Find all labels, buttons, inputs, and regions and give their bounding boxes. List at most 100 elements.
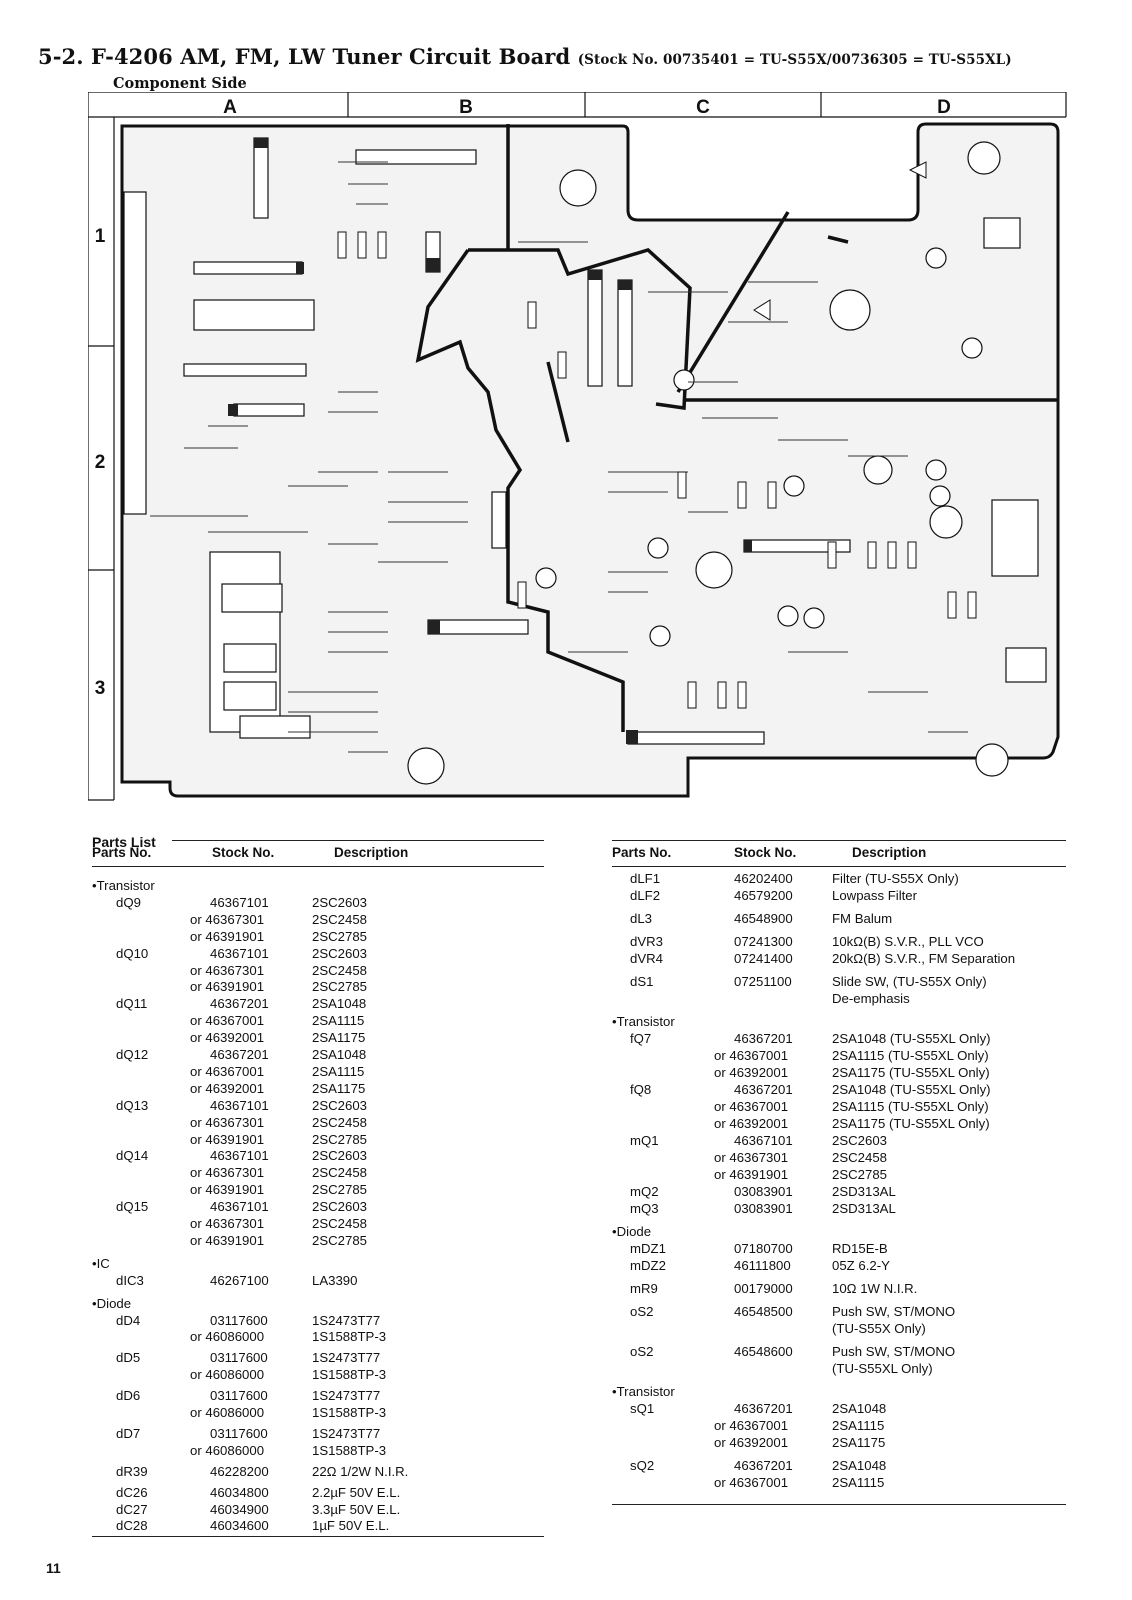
stock-number: 46367101 [210, 1199, 269, 1215]
stock-number: 46228200 [210, 1463, 269, 1479]
stock-number: 46367201 [210, 1047, 269, 1062]
part-description: FM Balum [832, 911, 893, 926]
component-blocks [123, 137, 1047, 745]
part-description: 2SA1048 (TU-S55XL Only) [832, 1031, 991, 1046]
grid-column-label: C [696, 97, 710, 118]
table-row: fQ8 46367201 2SA1048 (TU-S55XL Only) [612, 1081, 1066, 1098]
part-number: fQ8 [630, 1082, 652, 1097]
part-description: 1µF 50V E.L. [312, 1518, 390, 1534]
stock-number: 00179000 [734, 1281, 793, 1296]
table-row: or 46391901 2SC2785 [92, 978, 544, 995]
group-heading: •Transistor [612, 1383, 1066, 1400]
stock-number: or 46367001 [714, 1048, 789, 1063]
part-description: 2SC2785 [312, 979, 367, 995]
column-header: Stock No. [734, 845, 797, 860]
column-header: Parts No. [612, 845, 672, 860]
stock-number: or 46392001 [190, 1030, 265, 1046]
column-header: Description [852, 845, 927, 860]
part-description: 2SA1175 (TU-S55XL Only) [832, 1116, 990, 1131]
stock-number: 46367101 [210, 1148, 269, 1164]
table-rule [612, 866, 1066, 867]
part-description: 2SC2785 [312, 1182, 367, 1198]
stock-number: 46367101 [210, 1097, 269, 1113]
part-description: 2SD313AL [832, 1184, 896, 1199]
grid-column-label: D [937, 97, 951, 118]
part-description: 2SC2603 [312, 1148, 367, 1164]
part-number: sQ2 [630, 1458, 655, 1473]
grid-row-label: 1 [95, 226, 106, 247]
part-number: dS1 [630, 974, 654, 989]
part-description: 2SC2603 [312, 1097, 367, 1113]
part-description: 2SA1048 [832, 1458, 887, 1473]
component-blocks-dark [228, 138, 752, 744]
table-row: (TU-S55XL Only) [612, 1360, 1066, 1377]
stock-number: 46367201 [734, 1082, 793, 1097]
stock-number: or 46367301 [190, 962, 265, 978]
part-description: (TU-S55X Only) [832, 1321, 926, 1336]
stock-number: 46548500 [734, 1304, 793, 1319]
part-description: 1S2473T77 [312, 1425, 381, 1441]
group-heading: •Diode [92, 1295, 544, 1312]
part-description: 2SA1048 (TU-S55XL Only) [832, 1082, 991, 1097]
stock-number: or 46391901 [190, 979, 265, 995]
traces [150, 161, 968, 753]
stock-number: 03083901 [734, 1184, 793, 1199]
stock-number: 07241400 [734, 951, 793, 966]
part-description: 1S2473T77 [312, 1350, 381, 1366]
column-header: Stock No. [212, 845, 275, 860]
group-label: •Transistor [612, 1014, 675, 1029]
part-description: Push SW, ST/MONO [832, 1304, 956, 1319]
part-description: 3.3µF 50V E.L. [312, 1501, 401, 1517]
stock-number: 03083901 [734, 1201, 793, 1216]
stock-number: 03117600 [210, 1425, 268, 1441]
part-description: 2SA1115 [312, 1063, 365, 1079]
stock-number: or 46392001 [714, 1435, 789, 1450]
grid-row-label: 3 [95, 678, 106, 699]
part-description: 10kΩ(B) S.V.R., PLL VCO [832, 934, 984, 949]
table-row: De-emphasis [612, 990, 1066, 1007]
part-number: oS2 [630, 1344, 654, 1359]
part-description: 2.2µF 50V E.L. [312, 1484, 401, 1500]
part-description: 2SD313AL [832, 1201, 896, 1216]
part-number: dVR4 [630, 951, 663, 966]
group-heading: •Transistor [612, 1013, 1066, 1030]
part-description: 2SC2785 [312, 1131, 367, 1147]
part-description: 2SA1115 [832, 1418, 885, 1433]
stock-number: 07251100 [734, 974, 792, 989]
part-number: dC28 [116, 1518, 148, 1534]
part-number: mDZ2 [630, 1258, 666, 1273]
table-rule [172, 840, 544, 841]
stock-number: or 46367301 [190, 911, 265, 927]
part-number: dLF1 [630, 871, 661, 886]
stock-number: 07180700 [734, 1241, 793, 1256]
stock-number: or 46086000 [190, 1367, 265, 1383]
small-components [337, 161, 977, 709]
column-header: Description [334, 845, 409, 860]
part-description: 2SA1175 [312, 1030, 366, 1046]
part-number: mR9 [630, 1281, 658, 1296]
stock-number: 46202400 [734, 871, 793, 886]
stock-number: or 46392001 [190, 1080, 265, 1096]
